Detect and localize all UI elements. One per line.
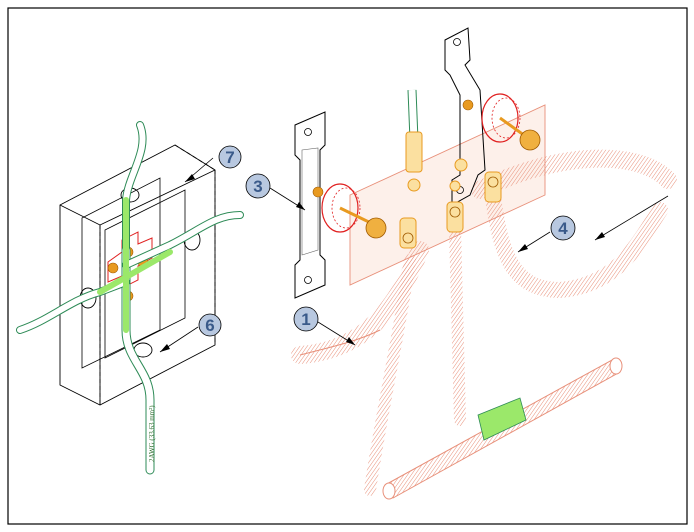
- wire-gauge-label: 2AWG (33.63 mm²): [148, 405, 156, 462]
- ground-bar: [382, 357, 623, 500]
- copper-cables: [291, 149, 677, 496]
- callout-1: 1: [293, 306, 356, 346]
- callout-7: 7: [184, 145, 242, 183]
- green-ground-wires-left: [16, 121, 244, 475]
- callout-4: 4: [517, 195, 669, 253]
- callout-6-label: 6: [205, 316, 214, 335]
- standoff-bracket-left: [294, 111, 326, 299]
- callout-3-label: 3: [253, 177, 262, 196]
- callout-4-label: 4: [558, 219, 568, 238]
- bus-plate: [349, 104, 546, 286]
- callout-6: 6: [159, 313, 222, 353]
- callout-1-label: 1: [301, 310, 310, 329]
- cable-lugs: [399, 89, 502, 249]
- junction-box: [59, 144, 216, 406]
- callout-3: 3: [245, 173, 306, 211]
- insulator-right: [462, 93, 541, 151]
- drawing-border: [7, 7, 688, 525]
- callout-7-label: 7: [225, 148, 234, 167]
- insulator-left: [312, 183, 387, 239]
